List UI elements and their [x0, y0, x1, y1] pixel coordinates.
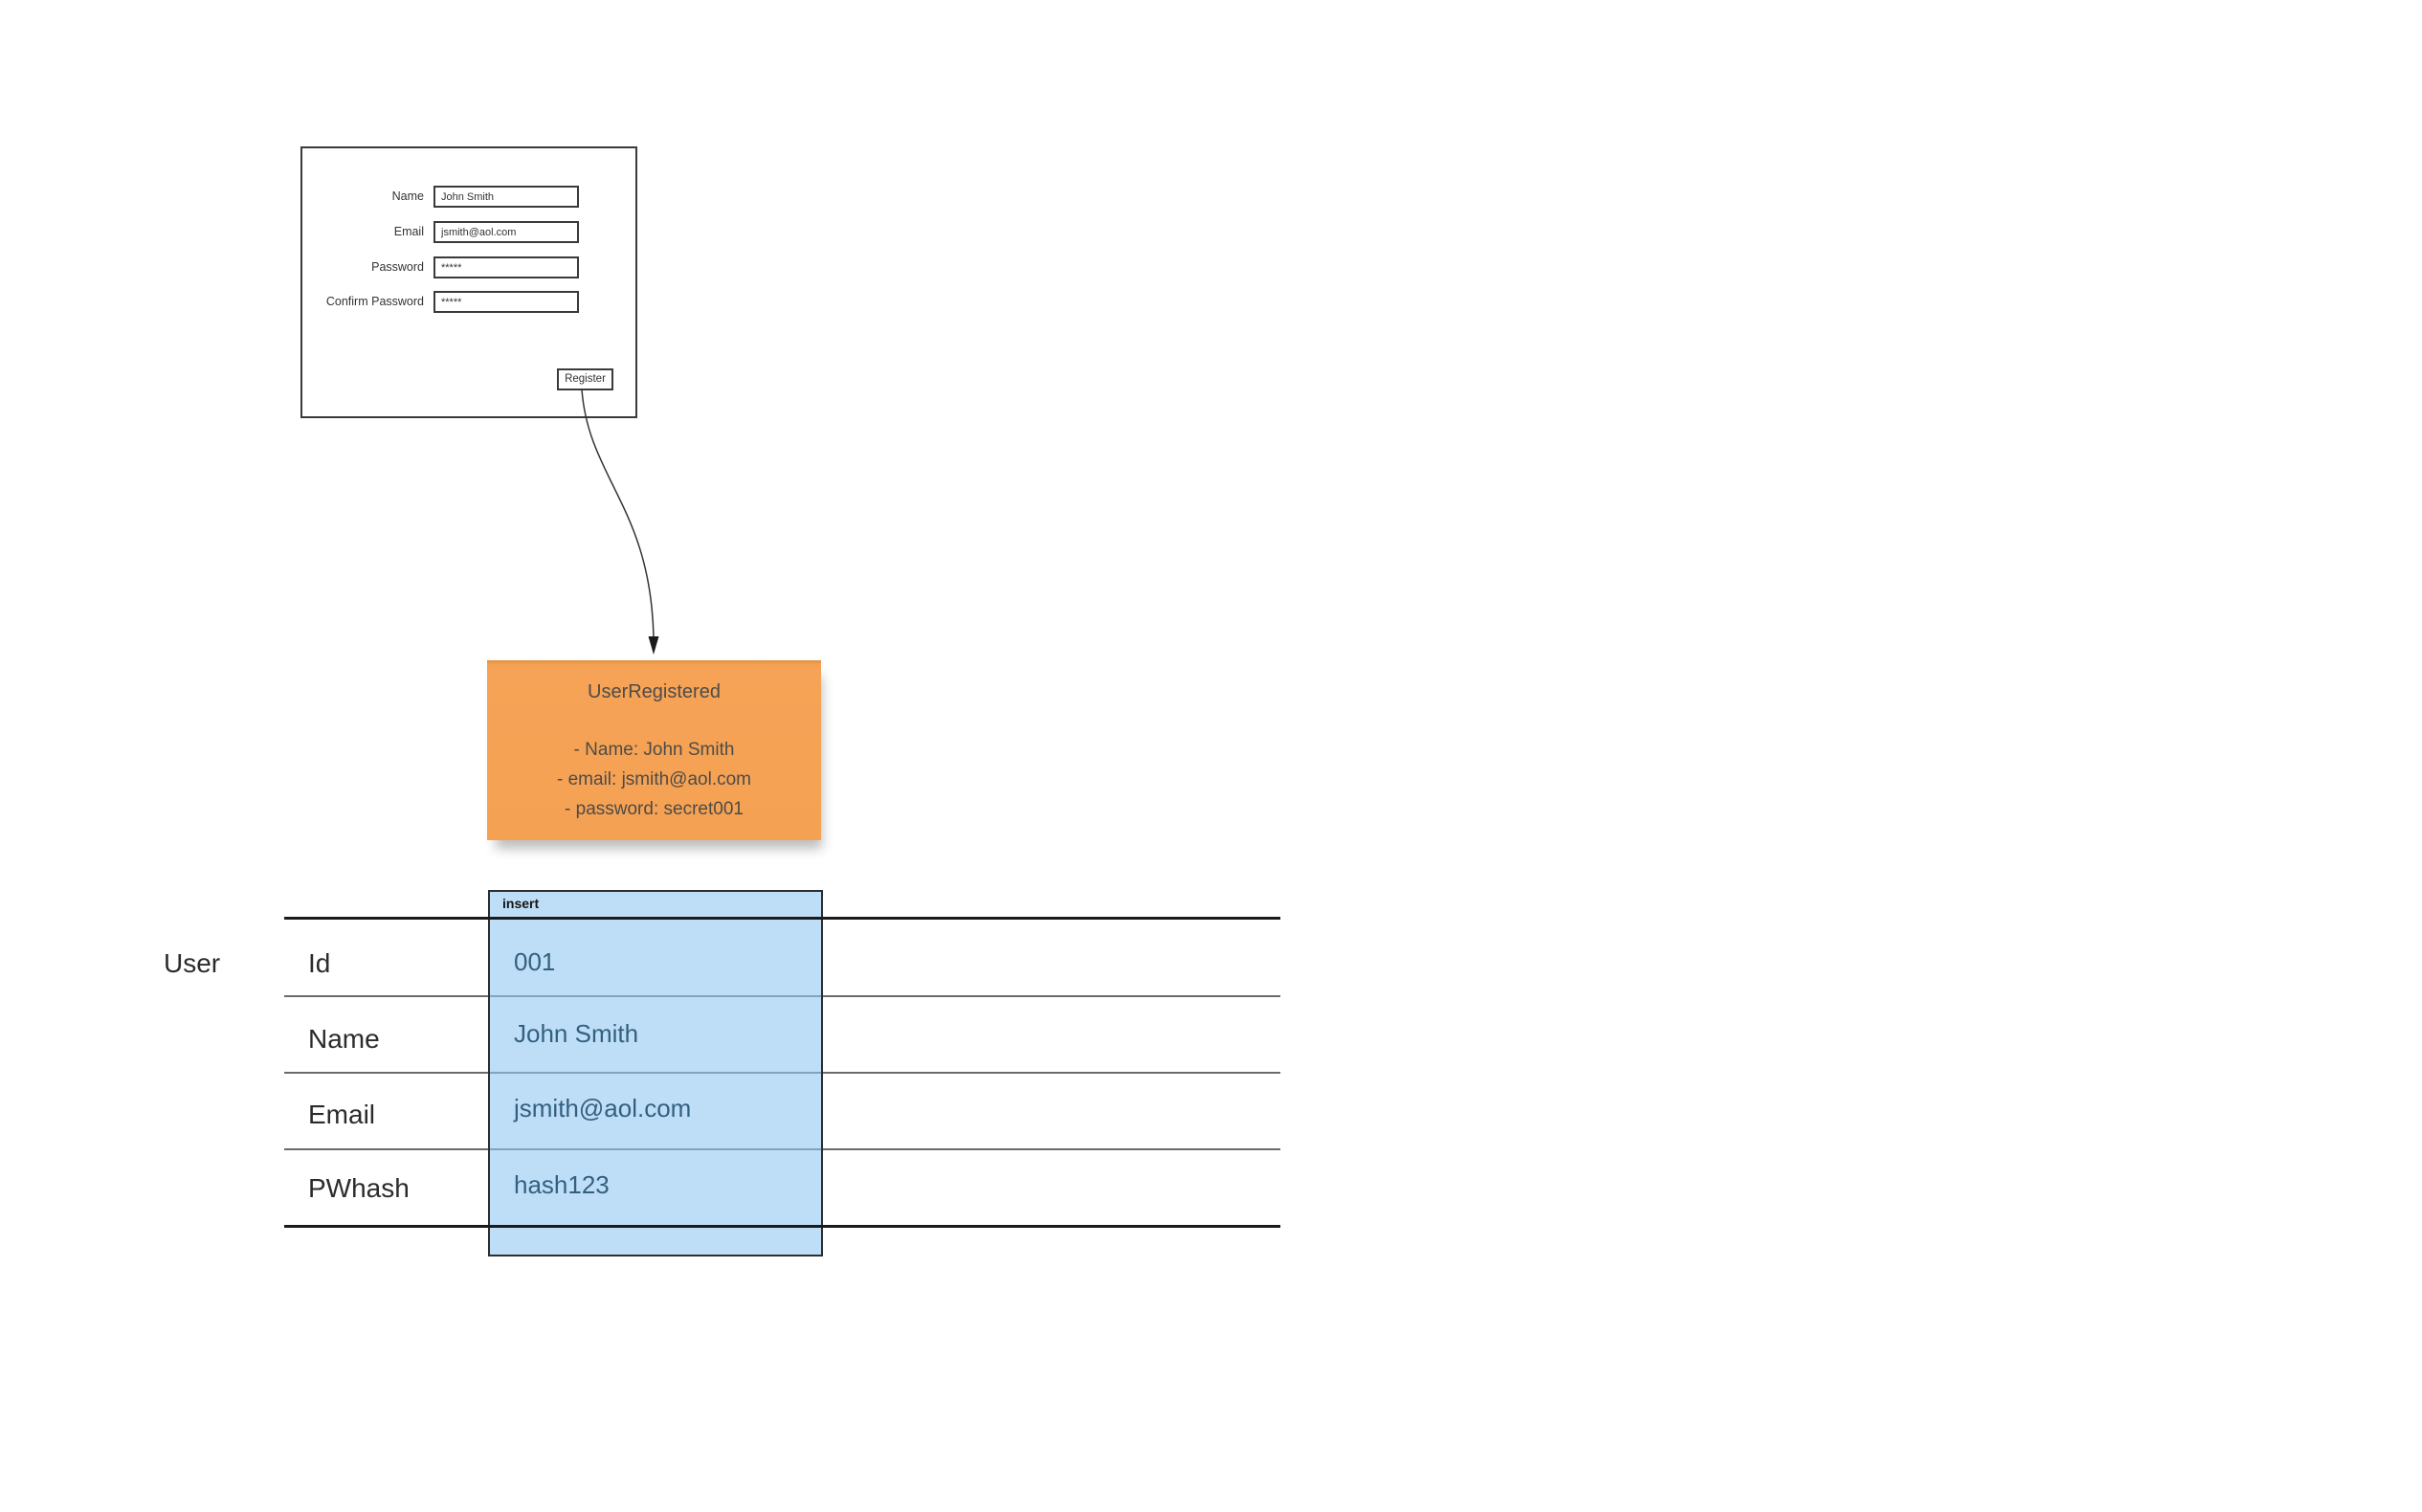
form-row-name: Name: [302, 186, 635, 208]
insert-column-header: insert: [502, 896, 540, 911]
event-note-line-password: - password: secret001: [565, 799, 744, 819]
row-value-name: John Smith: [514, 1019, 639, 1048]
event-note-line-email: - email: jsmith@aol.com: [557, 769, 751, 789]
registration-form: Name Email Password Confirm Password Reg…: [300, 146, 637, 418]
name-label: Name: [391, 189, 424, 203]
name-input[interactable]: [433, 186, 579, 208]
password-label: Password: [371, 260, 424, 274]
form-row-password: Password: [302, 256, 635, 278]
password-input[interactable]: [433, 256, 579, 278]
row-value-id: 001: [514, 947, 556, 976]
event-note-user-registered: UserRegistered - Name: John Smith - emai…: [487, 660, 821, 840]
row-label-name: Name: [308, 1024, 380, 1054]
row-label-email: Email: [308, 1100, 376, 1129]
row-value-email: jsmith@aol.com: [514, 1094, 692, 1123]
row-label-pwhash: PWhash: [308, 1173, 410, 1203]
confirm-password-label: Confirm Password: [325, 295, 424, 308]
event-note-line-name: - Name: John Smith: [573, 740, 735, 760]
insert-column-highlight: [488, 890, 823, 1256]
confirm-password-input[interactable]: [433, 291, 579, 313]
email-label: Email: [393, 225, 424, 238]
entity-label-user: User: [164, 948, 221, 978]
form-row-confirm-password: Confirm Password: [302, 291, 635, 313]
email-input[interactable]: [433, 221, 579, 243]
table-bottom-border: [284, 1225, 1280, 1228]
table-top-border: [284, 917, 1280, 920]
event-note-body: - Name: John Smith - email: jsmith@aol.c…: [487, 735, 821, 824]
row-label-id: Id: [308, 948, 331, 978]
event-note-title: UserRegistered: [588, 681, 721, 702]
register-button[interactable]: Register: [557, 368, 613, 390]
form-row-email: Email: [302, 221, 635, 243]
row-value-pwhash: hash123: [514, 1170, 610, 1199]
